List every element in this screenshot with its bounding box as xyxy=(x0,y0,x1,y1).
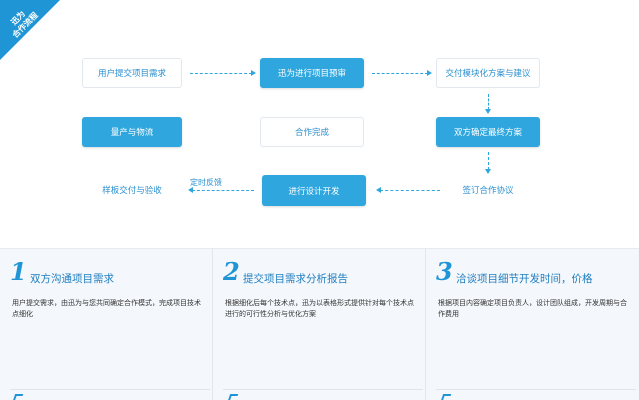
step-number: 2 xyxy=(223,257,240,286)
node-final-plan: 双方确定最终方案 xyxy=(436,117,540,147)
node-sample-delivery: 样板交付与验收 xyxy=(102,186,162,196)
node-cooperation-complete: 合作完成 xyxy=(260,117,364,147)
step-card-2: 2 提交项目需求分析报告 根据细化后每个技术点，迅为以表格形式提供针对每个技术点… xyxy=(213,249,426,400)
step-number: 3 xyxy=(436,257,453,286)
node-design-development: 进行设计开发 xyxy=(262,175,366,206)
edge-label-feedback: 定时反馈 xyxy=(190,178,222,187)
arrow-n3-n4 xyxy=(485,94,491,114)
node-pre-review: 迅为进行项目预审 xyxy=(260,58,364,88)
node-submit-requirements: 用户提交项目需求 xyxy=(82,58,182,88)
arrow-n5-n6 xyxy=(376,187,440,193)
steps-section: 1 双方沟通项目需求 用户提交需求，由迅为与您共同确定合作模式，完成项目技术点细… xyxy=(0,248,639,400)
step-description: 根据细化后每个技术点，迅为以表格形式提供针对每个技术点进行的可行性分析与优化方案 xyxy=(225,299,414,318)
step-number: 1 xyxy=(10,257,27,286)
step-card-3: 3 洽谈项目细节开发时间，价格 根据项目内容确定项目负责人，设计团队组成，开发周… xyxy=(426,249,639,400)
node-sign-agreement: 签订合作协议 xyxy=(462,186,514,196)
node-modular-proposal: 交付模块化方案与建议 xyxy=(436,58,540,88)
corner-ribbon: 迅为 合作流程 xyxy=(0,0,60,60)
step-divider xyxy=(223,389,423,400)
arrow-n4-n5 xyxy=(485,152,491,174)
flow-diagram: 迅为 合作流程 用户提交项目需求 迅为进行项目预审 交付模块化方案与建议 量产与… xyxy=(0,0,540,206)
arrow-n1-n2 xyxy=(190,70,256,76)
step-title: 洽谈项目细节开发时间，价格 xyxy=(456,273,593,285)
step-description: 用户提交需求，由迅为与您共同确定合作模式，完成项目技术点细化 xyxy=(12,299,201,318)
step-title: 提交项目需求分析报告 xyxy=(243,273,348,285)
arrow-n6-n7 xyxy=(188,187,254,193)
step-description: 根据项目内容确定项目负责人，设计团队组成，开发周期与合作费用 xyxy=(438,299,627,318)
step-title: 双方沟通项目需求 xyxy=(30,273,114,285)
step-divider xyxy=(10,389,210,400)
step-divider xyxy=(436,389,636,400)
step-card-1: 1 双方沟通项目需求 用户提交需求，由迅为与您共同确定合作模式，完成项目技术点细… xyxy=(0,249,213,400)
arrow-n2-n3 xyxy=(372,70,432,76)
node-mass-production: 量产与物流 xyxy=(82,117,182,147)
